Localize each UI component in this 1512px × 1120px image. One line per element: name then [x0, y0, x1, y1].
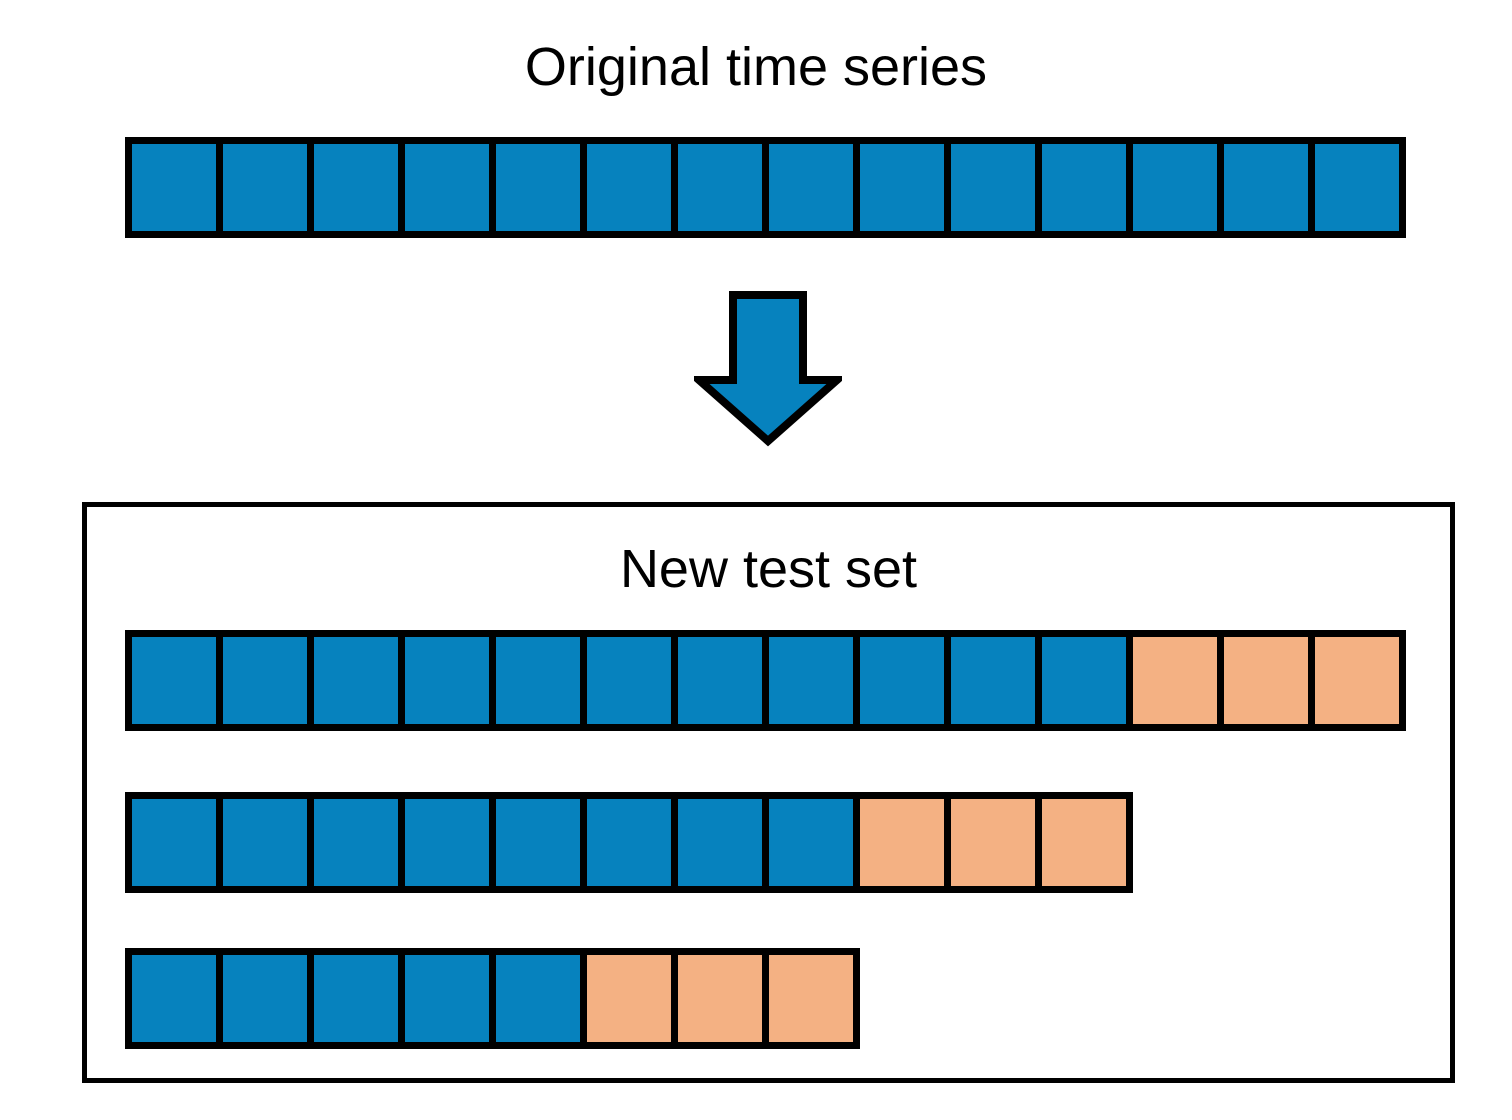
- train-cell: [223, 144, 307, 231]
- train-cell: [769, 799, 853, 886]
- train-cell: [1042, 637, 1126, 724]
- train-cell: [132, 799, 216, 886]
- train-cell: [1315, 144, 1399, 231]
- train-cell: [1042, 144, 1126, 231]
- test-cell: [769, 955, 853, 1042]
- original-series-title: Original time series: [524, 37, 988, 97]
- test-cell: [1133, 637, 1217, 724]
- train-cell: [314, 799, 398, 886]
- train-cell: [405, 955, 489, 1042]
- train-cell: [405, 799, 489, 886]
- test-set-box: New test set: [82, 502, 1455, 1083]
- train-cell: [223, 955, 307, 1042]
- test-cell: [587, 955, 671, 1042]
- train-cell: [769, 637, 853, 724]
- train-cell: [678, 637, 762, 724]
- train-cell: [132, 955, 216, 1042]
- train-cell: [678, 144, 762, 231]
- test-set-row-3: [125, 948, 860, 1049]
- original-series-row: [125, 137, 1406, 238]
- train-cell: [405, 144, 489, 231]
- train-cell: [769, 144, 853, 231]
- test-cell: [860, 799, 944, 886]
- train-cell: [951, 144, 1035, 231]
- train-cell: [1224, 144, 1308, 231]
- test-cell: [678, 955, 762, 1042]
- train-cell: [860, 637, 944, 724]
- train-cell: [223, 637, 307, 724]
- train-cell: [314, 637, 398, 724]
- train-cell: [587, 799, 671, 886]
- train-cell: [678, 799, 762, 886]
- train-cell: [132, 144, 216, 231]
- train-cell: [496, 144, 580, 231]
- test-cell: [1042, 799, 1126, 886]
- train-cell: [587, 637, 671, 724]
- train-cell: [496, 955, 580, 1042]
- train-cell: [496, 637, 580, 724]
- train-cell: [951, 637, 1035, 724]
- test-set-row-1: [125, 630, 1406, 731]
- train-cell: [314, 144, 398, 231]
- train-cell: [860, 144, 944, 231]
- test-set-title: New test set: [619, 539, 918, 599]
- test-cell: [1224, 637, 1308, 724]
- test-cell: [1315, 637, 1399, 724]
- train-cell: [496, 799, 580, 886]
- down-arrow-shape: [688, 291, 848, 447]
- train-cell: [405, 637, 489, 724]
- test-set-row-2: [125, 792, 1133, 893]
- train-cell: [132, 637, 216, 724]
- train-cell: [587, 144, 671, 231]
- train-cell: [223, 799, 307, 886]
- test-cell: [951, 799, 1035, 886]
- train-cell: [1133, 144, 1217, 231]
- train-cell: [314, 955, 398, 1042]
- down-arrow-icon: [688, 291, 848, 447]
